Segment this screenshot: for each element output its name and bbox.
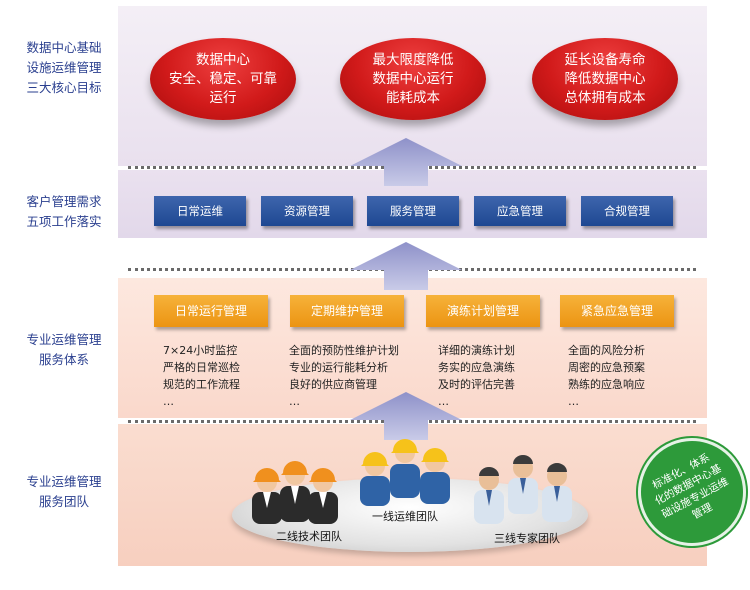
service-drill-plan: 演练计划管理: [426, 295, 540, 327]
arrow-up-icon: [350, 138, 462, 186]
service-periodic-maintenance: 定期维护管理: [290, 295, 404, 327]
service-desc-drill: 详细的演练计划务实的应急演练及时的评估完善…: [438, 344, 515, 408]
service-desc-emergency: 全面的风险分析周密的应急预案熟练的应急响应…: [568, 344, 645, 408]
need-daily-ops: 日常运维: [154, 196, 246, 226]
need-service-mgmt: 服务管理: [367, 196, 459, 226]
row-label-service-team: 专业运维管理 服务团队: [26, 474, 102, 509]
expert-group-icon: [474, 455, 572, 524]
arrow-up-icon: [350, 392, 462, 440]
team-label-second-line: 二线技术团队: [276, 530, 342, 543]
service-emergency-response: 紧急应急管理: [560, 295, 674, 327]
goal-extend-equipment-life: 延长设备寿命 降低数据中心 总体拥有成本: [532, 38, 678, 120]
row-label-goals: 数据中心基础 设施运维管理 三大核心目标: [26, 40, 102, 95]
need-compliance-mgmt: 合规管理: [581, 196, 673, 226]
team-label-third-line: 三线专家团队: [494, 532, 560, 545]
service-daily-operation: 日常运行管理: [154, 295, 268, 327]
team-label-first-line: 一线运维团队: [372, 510, 438, 523]
need-emergency-mgmt: 应急管理: [474, 196, 566, 226]
goal-safe-stable-reliable: 数据中心 安全、稳定、可靠 运行: [150, 38, 296, 120]
service-desc-maintenance: 全面的预防性维护计划专业的运行能耗分析良好的供应商管理…: [289, 344, 399, 408]
goal-reduce-energy-cost: 最大限度降低 数据中心运行 能耗成本: [340, 38, 486, 120]
engineer-group-icon: [252, 461, 338, 524]
service-desc-daily: 7×24小时监控严格的日常巡检规范的工作流程…: [163, 344, 240, 408]
operator-group-icon: [360, 439, 450, 506]
arrow-up-icon: [350, 242, 462, 290]
row-label-needs: 客户管理需求 五项工作落实: [26, 194, 102, 229]
need-resource-mgmt: 资源管理: [261, 196, 353, 226]
row-label-service-system: 专业运维管理 服务体系: [26, 332, 102, 367]
